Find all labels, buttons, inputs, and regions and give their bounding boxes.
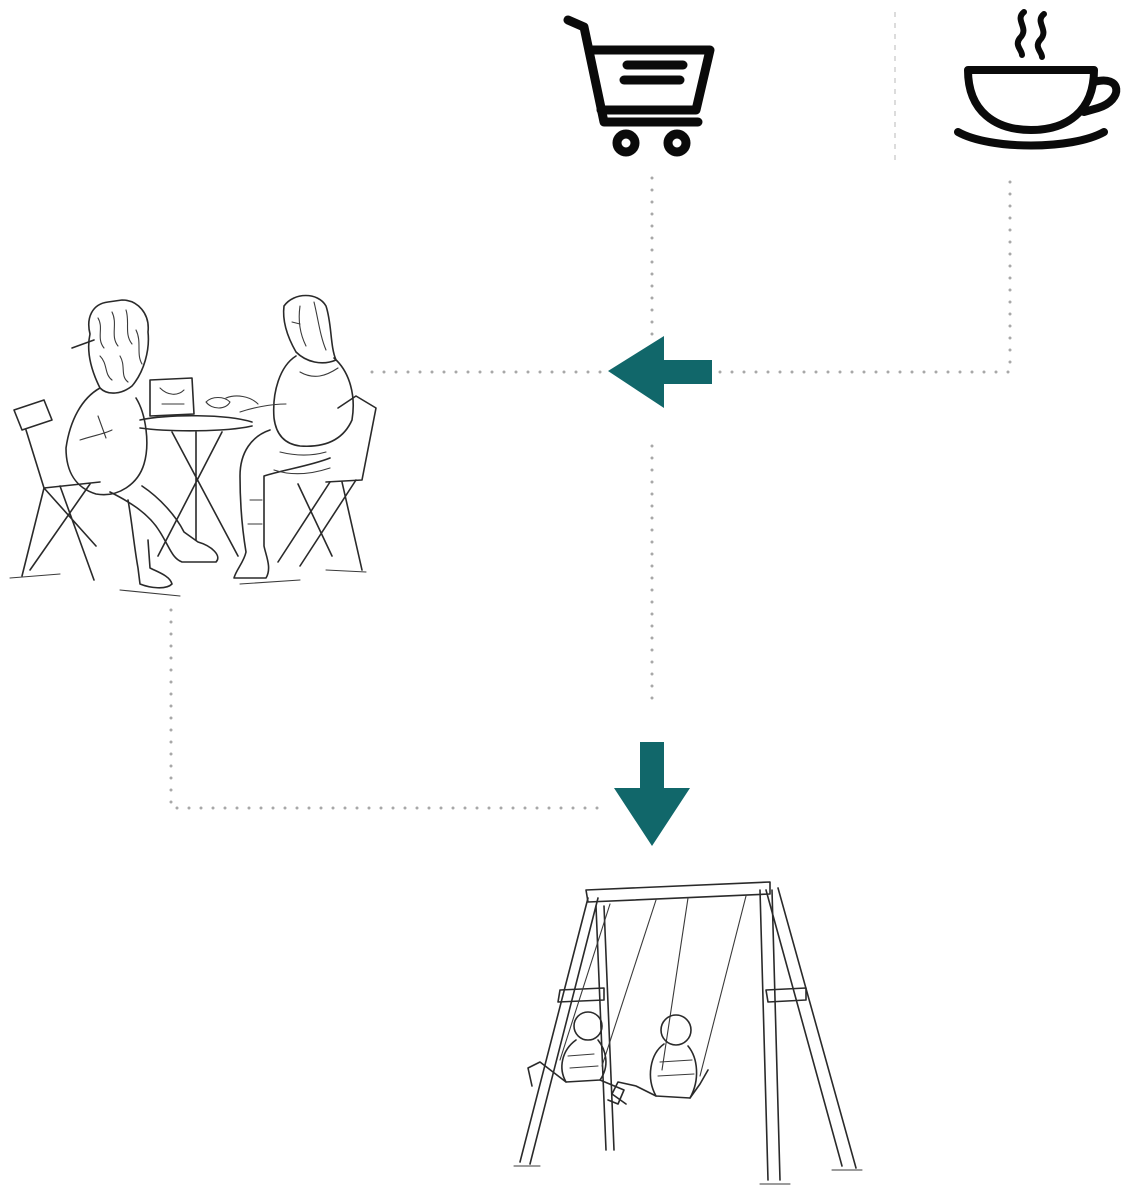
swing-set-illustration bbox=[514, 882, 862, 1184]
cafe-illustration bbox=[10, 296, 376, 597]
shopping-cart-icon bbox=[568, 20, 710, 152]
arrow-down bbox=[614, 742, 690, 846]
connector-coffee-to-arrow bbox=[718, 182, 1010, 372]
coffee-cup-icon bbox=[958, 12, 1116, 146]
connector-cafe-to-down-arrow bbox=[171, 610, 600, 808]
connectors bbox=[171, 178, 1010, 808]
arrow-left bbox=[608, 336, 712, 408]
